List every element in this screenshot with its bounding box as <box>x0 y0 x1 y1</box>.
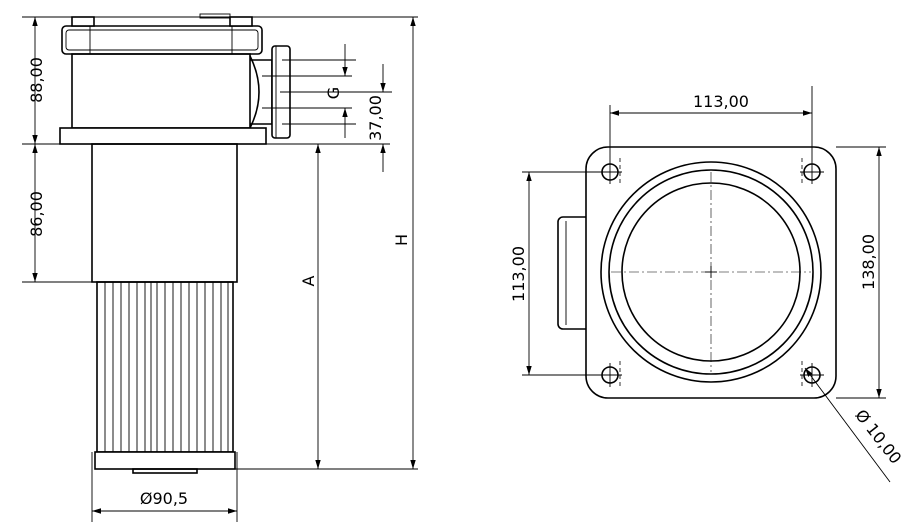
dim-length-a: A <box>299 275 318 286</box>
dim-total-height: H <box>392 234 411 246</box>
side-extension-lines <box>22 16 418 522</box>
dim-mid-height: 86,00 <box>27 191 46 237</box>
dim-diameter-body: Ø90,5 <box>140 489 188 508</box>
dim-hole-spacing-v: 113,00 <box>509 246 528 302</box>
top-extension-lines <box>522 86 886 399</box>
dim-port-g: G <box>324 87 343 99</box>
side-dimensions: 88,00 86,00 H A G 37,00 Ø90,5 <box>27 17 416 514</box>
dim-port-offset: 37,00 <box>366 95 385 141</box>
dim-top-height: 88,00 <box>27 57 46 103</box>
bolt-holes <box>598 158 824 389</box>
dim-flange-width: 138,00 <box>859 234 878 290</box>
filter-pleats <box>104 282 229 452</box>
dim-hole-diameter: Ø 10,00 <box>851 406 905 468</box>
top-view <box>557 146 837 399</box>
side-view <box>59 13 291 474</box>
dim-hole-spacing-h: 113,00 <box>693 92 749 111</box>
